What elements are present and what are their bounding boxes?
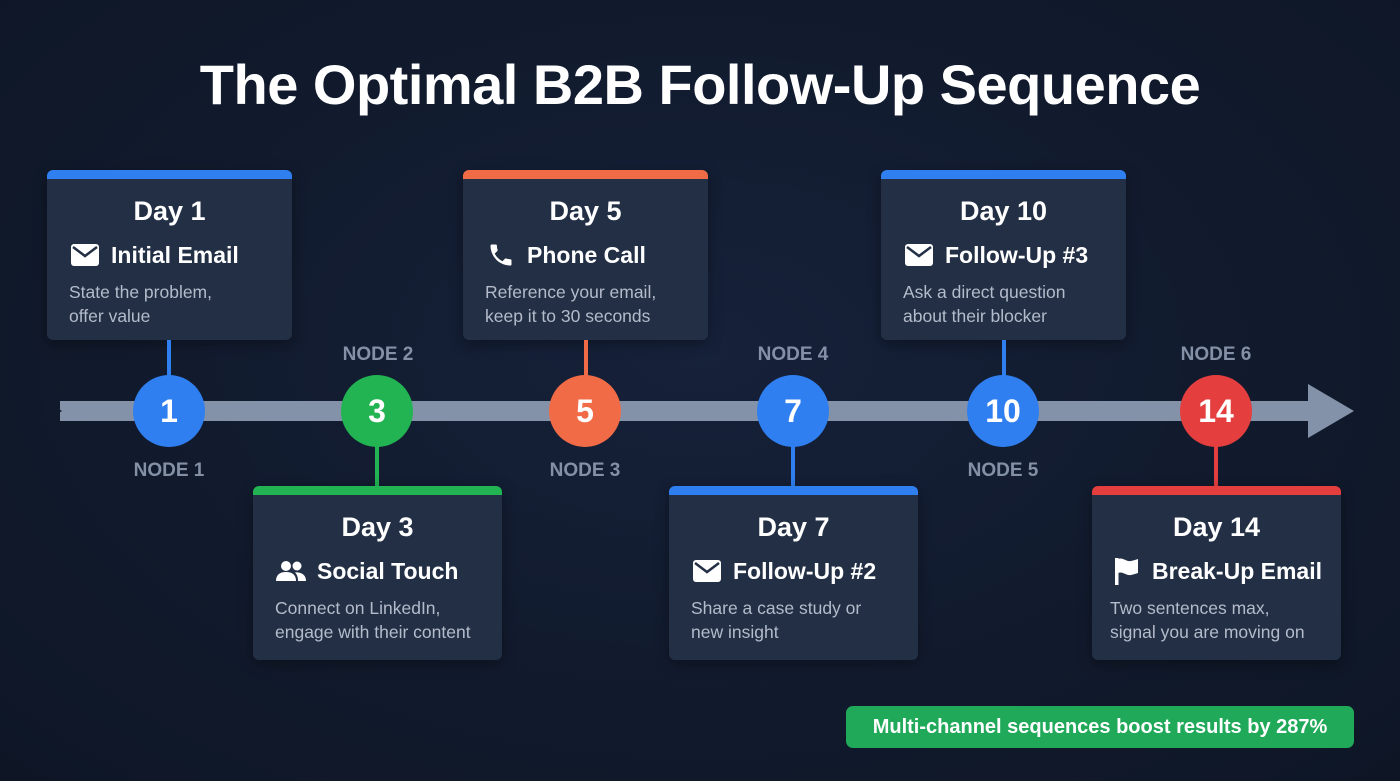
node-label: NODE 3: [549, 460, 621, 481]
card-day: Day 7: [757, 512, 830, 542]
card-accent-bar: [253, 486, 502, 495]
flag-icon: [1110, 557, 1142, 585]
timeline-node-1: 1: [133, 375, 205, 447]
timeline-arrow-head: [1308, 384, 1354, 438]
timeline-node-7: 7: [757, 375, 829, 447]
card-day: Day 14: [1172, 512, 1261, 542]
card-heading: Social Touch: [317, 557, 459, 584]
card-description: Reference your email, keep it to 30 seco…: [485, 282, 657, 326]
card-description: State the problem, offer value: [69, 282, 212, 326]
card-heading: Break-Up Email: [1152, 557, 1323, 584]
step-card-day-1: Day 1 Initial Email State the problem, o…: [47, 170, 292, 340]
connector-stem: [791, 446, 795, 488]
node-label: NODE 4: [757, 344, 829, 365]
card-accent-bar: [669, 486, 918, 495]
card-heading: Initial Email: [111, 241, 239, 268]
connector-stem: [1214, 446, 1218, 488]
envelope-icon: [691, 557, 723, 585]
step-card-day-3: Day 3 Social Touch Connect on LinkedIn, …: [253, 486, 502, 660]
card-accent-bar: [1092, 486, 1341, 495]
timeline-node-5: 5: [549, 375, 621, 447]
card-accent-bar: [47, 170, 292, 179]
stat-callout-badge: Multi-channel sequences boost results by…: [846, 706, 1354, 748]
timeline-axis-tail: [46, 401, 62, 421]
connector-stem: [1002, 340, 1006, 376]
node-label: NODE 5: [967, 460, 1039, 481]
card-description: Two sentences max, signal you are moving…: [1110, 598, 1305, 642]
timeline-axis: [60, 401, 1315, 421]
node-label: NODE 1: [133, 460, 205, 481]
timeline-node-10: 10: [967, 375, 1039, 447]
node-label: NODE 2: [342, 344, 414, 365]
timeline-node-14: 14: [1180, 375, 1252, 447]
card-accent-bar: [881, 170, 1126, 179]
connector-stem: [167, 340, 171, 376]
step-card-day-5: Day 5 Phone Call Reference your email, k…: [463, 170, 708, 340]
card-heading: Phone Call: [527, 241, 646, 268]
connector-stem: [375, 446, 379, 488]
step-card-day-14: Day 14 Break-Up Email Two sentences max,…: [1092, 486, 1341, 660]
card-description: Ask a direct question about their blocke…: [903, 282, 1066, 326]
page-title: The Optimal B2B Follow-Up Sequence: [199, 53, 1201, 116]
node-label: NODE 6: [1180, 344, 1252, 365]
envelope-icon: [903, 241, 935, 269]
card-day: Day 10: [959, 196, 1048, 226]
card-day: Day 1: [133, 196, 206, 226]
people-icon: [275, 557, 307, 585]
step-card-day-7: Day 7 Follow-Up #2 Share a case study or…: [669, 486, 918, 660]
card-heading: Follow-Up #2: [733, 557, 877, 584]
card-day: Day 5: [549, 196, 622, 226]
card-day: Day 3: [341, 512, 414, 542]
phone-icon: [485, 241, 517, 269]
timeline-node-3: 3: [341, 375, 413, 447]
envelope-icon: [69, 241, 101, 269]
card-description: Share a case study or new insight: [691, 598, 862, 642]
step-card-day-10: Day 10 Follow-Up #3 Ask a direct questio…: [881, 170, 1126, 340]
card-accent-bar: [463, 170, 708, 179]
connector-stem: [584, 340, 588, 376]
card-heading: Follow-Up #3: [945, 241, 1089, 268]
card-description: Connect on LinkedIn, engage with their c…: [275, 598, 471, 642]
